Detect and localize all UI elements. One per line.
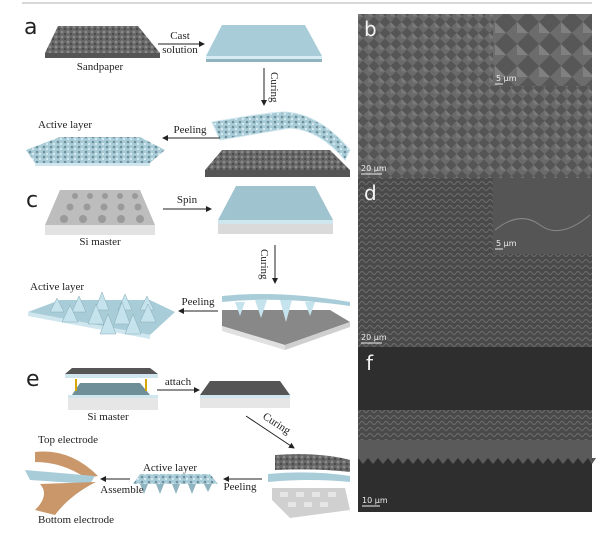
panel-letter-d: d (364, 181, 377, 205)
solution-label: solution (162, 44, 198, 56)
panel-letter-b: b (364, 17, 377, 41)
peeling-step-a (205, 111, 351, 177)
pyramid-active-layer-c (28, 291, 175, 339)
curing-label-e: Curing (260, 410, 293, 437)
spin-label: Spin (177, 194, 198, 206)
scale-main-d: 20 µm (361, 333, 387, 342)
attached-slab-e (200, 381, 290, 408)
panel-letter-c: c (26, 188, 38, 213)
curing-label-c: Curing (258, 249, 270, 280)
sandpaper-label: Sandpaper (77, 61, 124, 73)
bottom-electrode-label: Bottom electrode (38, 514, 114, 526)
inset-b (493, 14, 592, 86)
si-master-c (45, 190, 155, 235)
scale-main-b: 20 µm (361, 164, 387, 173)
sandpaper-slab (45, 26, 160, 58)
top-electrode-label: Top electrode (38, 434, 98, 446)
peeling-step-e (268, 454, 350, 518)
panel-e: e Si master attach Curing Top electrode … (25, 367, 350, 526)
active-layer-a (26, 137, 165, 166)
inset-d (493, 178, 592, 254)
panel-c: c Si master Spin Curing Active layer (26, 186, 350, 350)
si-master-label-c: Si master (79, 236, 121, 248)
sem-panel-d: d 5 µm 20 µm (358, 178, 592, 347)
peeling-label-e: Peeling (224, 481, 257, 493)
scale-inset-b: 5 µm (496, 74, 517, 83)
panel-letter-f: f (366, 351, 374, 375)
scale-main-f: 10 µm (362, 496, 388, 505)
assemble-label: Assemble (100, 484, 144, 496)
si-master-stack-e (65, 368, 158, 410)
si-master-label-e: Si master (87, 411, 129, 423)
peeling-label-c: Peeling (182, 296, 215, 308)
panel-a: a Sandpaper Cast solution Curing Active … (24, 15, 351, 177)
spin-pdms-slab (218, 186, 333, 234)
curing-arrow-e (245, 415, 295, 449)
attach-label: attach (165, 376, 192, 388)
sem-panel-b: b 5 µm 20 µm (358, 14, 592, 178)
panel-letter-a: a (24, 15, 37, 40)
peeling-label-a: Peeling (174, 124, 207, 136)
cast-label: Cast (170, 30, 190, 42)
panel-letter-e: e (26, 367, 40, 392)
peeling-step-c (222, 294, 350, 350)
curing-label-a: Curing (268, 72, 280, 103)
active-layer-label-a: Active layer (38, 119, 92, 131)
active-layer-e (133, 474, 218, 494)
cast-pdms-slab (206, 25, 322, 62)
scale-inset-d: 5 µm (496, 239, 517, 248)
sem-panel-f: f 10 µm (358, 347, 596, 512)
active-layer-label-e: Active layer (143, 462, 197, 474)
active-layer-label-c: Active layer (30, 281, 84, 293)
electrodes-assembly (25, 451, 98, 515)
